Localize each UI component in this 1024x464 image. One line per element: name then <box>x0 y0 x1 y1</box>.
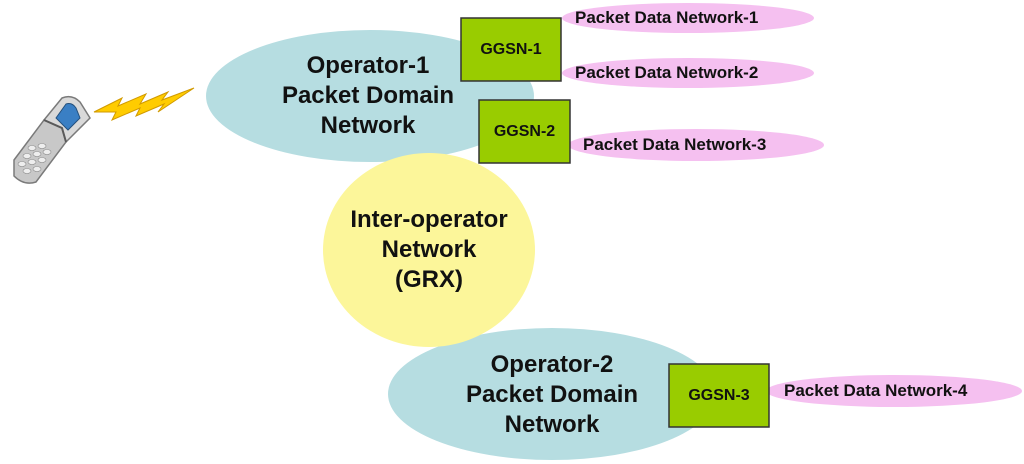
ggsn-1-label: GGSN-1 <box>480 40 542 58</box>
ggsn-3-box <box>668 363 770 428</box>
operator-2-network-ellipse <box>388 328 716 460</box>
ggsn-2-label: GGSN-2 <box>493 122 556 140</box>
grx-network-label: Inter-operator Network (GRX) <box>350 206 508 293</box>
operator-2-network-label: Operator-2 Packet Domain Network <box>465 351 639 438</box>
packet-data-network-2-label: Packet Data Network-2 <box>575 63 759 83</box>
ggsn-3-label: GGSN-3 <box>688 386 750 404</box>
packet-data-network-3-ellipse <box>568 129 824 161</box>
packet-data-network-4-label: Packet Data Network-4 <box>784 381 968 401</box>
ggsn-2-box <box>478 99 571 164</box>
operator-1-network-ellipse <box>206 30 534 162</box>
packet-data-network-1-label: Packet Data Network-1 <box>575 8 759 28</box>
packet-data-network-1-ellipse <box>562 3 814 33</box>
operator-1-network-label: Operator-1 Packet Domain Network <box>281 52 455 139</box>
lightning-bolt-icon <box>93 87 195 121</box>
packet-data-network-3-label: Packet Data Network-3 <box>583 135 767 155</box>
mobile-phone-icon <box>13 95 91 184</box>
packet-data-network-2-ellipse <box>562 58 814 88</box>
ggsn-1-box <box>460 17 562 82</box>
grx-network-circle <box>323 153 535 347</box>
packet-data-network-4-ellipse <box>766 375 1022 407</box>
